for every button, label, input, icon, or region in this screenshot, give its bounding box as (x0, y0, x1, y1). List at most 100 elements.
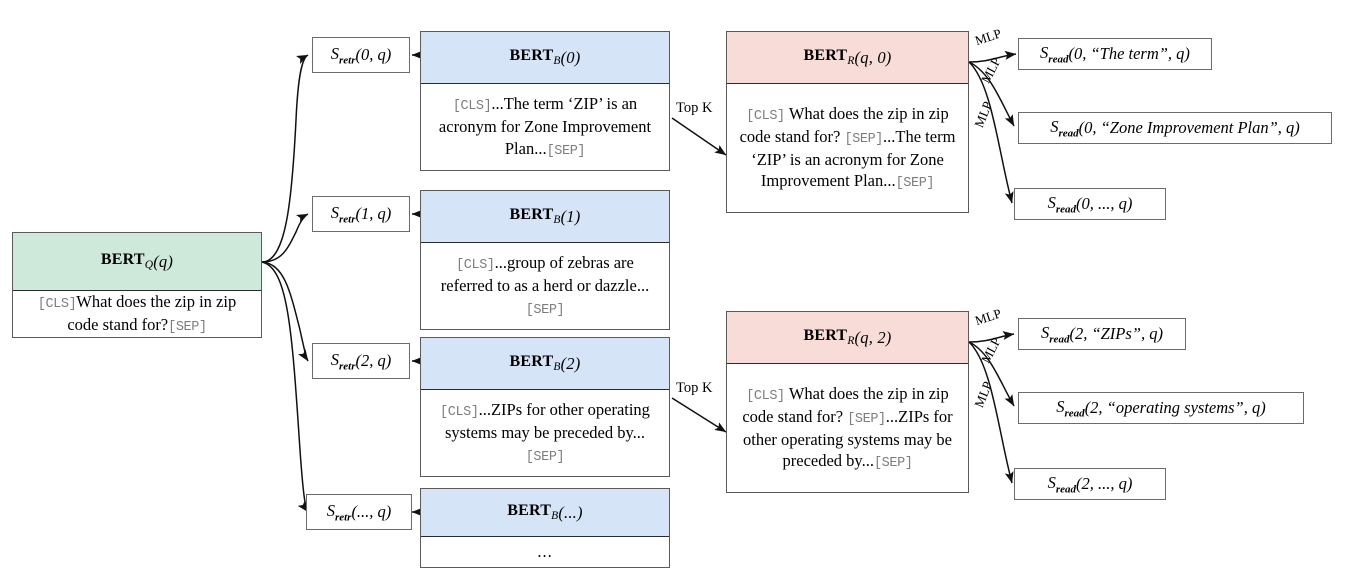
block-node-3-text: ... (421, 537, 669, 567)
reader-node-0-subscript: R (847, 55, 855, 68)
retriever-score-2[interactable]: Sretr(2, q) (312, 343, 410, 379)
block-node-3-arg: (...) (558, 502, 583, 522)
block-node-0[interactable]: BERTB(0) [CLS]...The term ‘ZIP’ is an ac… (420, 31, 670, 171)
read-score-args: (0, ..., q) (1076, 194, 1133, 213)
query-node[interactable]: BERTQ(q) [CLS]What does the zip in zip c… (12, 232, 262, 338)
reader-score-top-2[interactable]: Sread(0, ..., q) (1014, 188, 1166, 220)
block-node-3-header: BERTB(...) (421, 489, 669, 537)
read-score-symbol: S (1041, 322, 1050, 342)
reader-node-1-header: BERTR(q, 2) (727, 312, 968, 364)
block-node-2[interactable]: BERTB(2) [CLS]...ZIPs for other operatin… (420, 337, 670, 477)
reader-node-1-arg: (q, 2) (854, 327, 892, 347)
reader-score-top-0[interactable]: Sread(0, “The term”, q) (1018, 38, 1212, 70)
read-score-symbol: S (1050, 116, 1059, 136)
block-node-2-header: BERTB(2) (421, 338, 669, 390)
read-score-symbol: S (1047, 192, 1056, 212)
block-node-1-subscript: B (553, 214, 561, 227)
edge-query-to-score-1 (261, 213, 309, 263)
reader-score-top-1[interactable]: Sread(0, “Zone Improvement Plan”, q) (1018, 112, 1332, 144)
retriever-score-0[interactable]: Sretr(0, q) (312, 37, 410, 73)
mlp-label-top-0: MLP (973, 25, 1004, 49)
question-text: What does the zip in zip code stand for? (742, 383, 949, 426)
query-node-arg: (q) (153, 251, 174, 271)
retr-score-args-0: (0, q) (355, 45, 392, 64)
read-score-subscript: read (1064, 407, 1085, 420)
sep-token: [SEP] (525, 302, 565, 318)
sep-token: [SEP] (847, 411, 886, 427)
reader-node-0[interactable]: BERTR(q, 0) [CLS] What does the zip in z… (726, 31, 969, 213)
mlp-label-bottom-0: MLP (973, 305, 1004, 329)
block-node-1-header: BERTB(1) (421, 191, 669, 243)
reader-node-1[interactable]: BERTR(q, 2) [CLS] What does the zip in z… (726, 311, 969, 493)
ellipsis-text: ... (537, 542, 553, 562)
retr-score-subscript-1: retr (339, 213, 356, 226)
query-fanout-edges (261, 54, 309, 513)
retr-score-symbol-1: S (330, 202, 339, 222)
edge-query-to-score-0 (261, 54, 309, 263)
read-score-args: (0, “The term”, q) (1068, 44, 1190, 63)
passage-text: ...ZIPs for other operating systems may … (444, 400, 650, 443)
read-score-args: (2, “ZIPs”, q) (1069, 324, 1163, 343)
read-score-args: (0, “Zone Improvement Plan”, q) (1078, 118, 1300, 137)
sep-token: [SEP] (546, 143, 586, 159)
block-node-0-title: BERT (509, 47, 554, 65)
reader-node-0-title: BERT (803, 47, 848, 65)
read-score-args: (2, ..., q) (1076, 474, 1133, 493)
block-node-2-text: [CLS]...ZIPs for other operating systems… (421, 390, 669, 476)
read-score-symbol: S (1047, 472, 1056, 492)
block-node-1-text: [CLS]...group of ze­bras are referred to… (421, 243, 669, 329)
read-score-symbol: S (1040, 42, 1049, 62)
read-score-subscript: read (1055, 483, 1077, 496)
read-score-args: (2, “operating systems”, q) (1084, 398, 1266, 417)
read-score-subscript: read (1049, 333, 1070, 346)
query-node-title: BERTQ (100, 251, 154, 272)
context-text: ...ZIPs for other operating systems may … (743, 406, 953, 471)
edge-topk-2 (671, 397, 727, 433)
reader-score-bottom-2[interactable]: Sread(2, ..., q) (1014, 468, 1166, 500)
block-node-0-arg: (0) (560, 47, 581, 67)
retr-score-symbol-0: S (330, 43, 339, 63)
read-score-subscript: read (1055, 203, 1077, 216)
cls-token: [CLS] (440, 405, 479, 421)
retr-score-symbol-2: S (330, 349, 339, 369)
sep-token: [SEP] (525, 449, 565, 465)
reader-score-bottom-1[interactable]: Sread(2, “operating systems”, q) (1018, 392, 1304, 424)
read-score-subscript: read (1058, 127, 1079, 140)
reader-node-0-text: [CLS] What does the zip in zip code stan… (727, 84, 968, 212)
retriever-score-1[interactable]: Sretr(1, q) (312, 196, 410, 232)
retr-score-symbol-3: S (326, 500, 335, 520)
topk-label-top: Top K (676, 100, 713, 116)
topk-label-bottom: Top K (676, 380, 713, 396)
cls-token: [CLS] (37, 297, 77, 313)
block-node-1[interactable]: BERTB(1) [CLS]...group of ze­bras are re… (420, 190, 670, 330)
block-node-3-title: BERT (507, 502, 552, 520)
reader-score-bottom-0[interactable]: Sread(2, “ZIPs”, q) (1018, 318, 1186, 350)
block-to-score-edges (411, 50, 424, 517)
cls-token: [CLS] (452, 99, 492, 115)
block-node-2-arg: (2) (560, 353, 581, 373)
read-score-symbol: S (1056, 396, 1065, 416)
retr-score-subscript-3: retr (334, 511, 352, 524)
retr-score-args-2: (2, q) (355, 351, 392, 370)
retriever-score-3[interactable]: Sretr(..., q) (306, 494, 412, 530)
block-node-2-title: BERT (509, 353, 554, 371)
edge-topk-0 (671, 117, 727, 156)
cls-token: [CLS] (746, 388, 785, 404)
block-node-1-arg: (1) (560, 206, 581, 226)
reader-node-1-title: BERT (803, 327, 848, 345)
reader-node-1-text: [CLS] What does the zip in zip code stan… (727, 364, 968, 492)
block-node-2-subscript: B (553, 361, 561, 374)
retr-score-args-1: (1, q) (355, 204, 392, 223)
query-node-text: [CLS]What does the zip in zip code stand… (13, 291, 261, 337)
block-node-0-subscript: B (553, 55, 561, 68)
block-node-1-title: BERT (509, 206, 554, 224)
retr-score-subscript-0: retr (339, 54, 356, 67)
block-node-3[interactable]: BERTB(...) ... (420, 488, 670, 568)
mlp-label-top-1: MLP (977, 54, 1004, 86)
sep-token-end: [SEP] (873, 456, 913, 472)
passage-text: ...The term ‘ZIP’ is an acronym for Zone… (438, 94, 652, 158)
cls-token: [CLS] (746, 108, 785, 124)
mlp-label-bottom-2: MLP (971, 379, 996, 410)
mlp-label-bottom-1: MLP (977, 334, 1004, 366)
